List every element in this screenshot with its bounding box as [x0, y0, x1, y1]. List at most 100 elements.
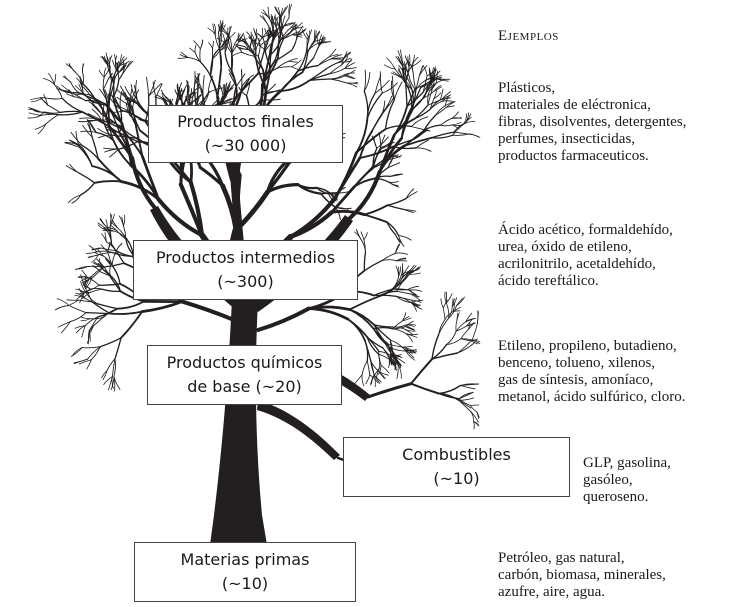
box-count: (~300) [217, 270, 273, 294]
tree-branch [103, 80, 108, 90]
tree-branch [258, 309, 309, 330]
tree-branch [408, 286, 419, 289]
tree-branch [364, 261, 381, 271]
tree-branch [457, 313, 458, 320]
tree-branch [114, 377, 115, 392]
tree-branch [195, 45, 196, 52]
tree-branch [441, 299, 443, 308]
box-title: Materias primas [181, 548, 310, 572]
tree-branch [54, 84, 62, 98]
tree-branch [366, 375, 370, 384]
example-line: perfumes, insecticidas, [498, 131, 686, 148]
tree-branch [388, 199, 407, 206]
tree-branch [441, 118, 452, 125]
tree-branch [330, 79, 346, 83]
example-line: materiales de eléctronica, [498, 97, 686, 114]
tree-branch [332, 211, 365, 214]
tree-branch [435, 107, 446, 115]
tree-branch [416, 148, 431, 152]
tree-branch [118, 301, 144, 308]
tree-branch [411, 384, 439, 394]
tree-branch [364, 70, 365, 91]
tree-branch [95, 181, 122, 183]
tree-branch [48, 105, 60, 112]
example-line: Ácido acético, formaldehído, [498, 222, 673, 239]
tree-branch [314, 45, 319, 58]
tree-branch [236, 46, 242, 53]
examples-heading: EJEMPLOS [498, 28, 559, 45]
tree-branch [182, 302, 234, 320]
tree-branch [219, 32, 220, 48]
box-title: Productos químicos [167, 351, 323, 375]
tree-branch [289, 61, 298, 62]
tree-branch [102, 289, 120, 291]
tree-branch [104, 263, 124, 267]
tree-branch [395, 245, 399, 254]
examples-combustibles: GLP, gasolina, gasóleo, queroseno. [583, 455, 671, 506]
tree-branch [98, 223, 107, 231]
tree-branch [473, 323, 478, 339]
box-count: (~10) [222, 572, 268, 596]
tree-branch [364, 233, 368, 240]
tree-branch [397, 291, 411, 294]
tree-branch [382, 260, 397, 261]
tree-branch [344, 75, 355, 79]
tree-branch [461, 330, 468, 339]
tree-branch [121, 312, 142, 338]
tree-branch [453, 134, 469, 136]
tree-branch [81, 317, 91, 319]
tree-branch [282, 16, 285, 25]
tree-branch [194, 41, 201, 49]
tree-branch [281, 72, 303, 91]
tree-branch [406, 324, 416, 325]
tree-branch [446, 294, 452, 304]
tree-branch [389, 182, 398, 183]
example-line: ácido tereftálico. [498, 273, 673, 290]
tree-branch [187, 80, 188, 97]
tree-trunk [206, 300, 272, 575]
tree-branch [460, 386, 475, 389]
tree-branch [350, 310, 374, 329]
tree-branch [69, 306, 86, 313]
tree-branch [382, 83, 397, 93]
tree-branch [345, 68, 356, 69]
tree-branch [439, 386, 461, 394]
tree-branch [73, 348, 82, 355]
tree-branch [470, 405, 476, 411]
example-line: acrilonitrilo, acetaldehído, [498, 256, 673, 273]
tree-branch [69, 65, 75, 72]
tree-branch [81, 319, 90, 321]
tree-branch [65, 76, 71, 82]
tree-branch [71, 348, 82, 357]
tree-branch [456, 320, 457, 331]
tree-branch [477, 311, 478, 324]
tree-branch [355, 375, 362, 384]
tree-branch [209, 43, 213, 49]
tree-branch [459, 392, 473, 398]
tree-branch [416, 130, 428, 139]
tree-branch [375, 75, 381, 93]
tree-branch [371, 361, 374, 375]
example-line: azufre, aire, agua. [498, 584, 666, 601]
tree-branch [434, 86, 441, 92]
tree-branch [233, 52, 242, 55]
tree-branch [203, 75, 204, 92]
tree-branch [258, 46, 260, 56]
tree-branch [74, 359, 87, 363]
box-productos-finales: Productos finales (~30 000) [148, 105, 343, 163]
tree-branch [372, 115, 382, 131]
example-line: productos farmaceuticos. [498, 148, 686, 165]
example-line: GLP, gasolina, [583, 455, 671, 472]
example-line: Etileno, propileno, butadieno, [498, 338, 685, 355]
tree-branch [190, 48, 196, 52]
tree-branch [379, 354, 380, 368]
tree-branch [388, 205, 404, 209]
tree-branch [38, 124, 45, 134]
tree-branch [46, 115, 59, 125]
tree-branch [309, 309, 348, 320]
example-line: urea, óxido de etileno, [498, 239, 673, 256]
tree-branch [318, 57, 329, 66]
tree-branch [103, 370, 107, 379]
tree-branch [100, 338, 121, 347]
tree-branch [147, 77, 149, 96]
